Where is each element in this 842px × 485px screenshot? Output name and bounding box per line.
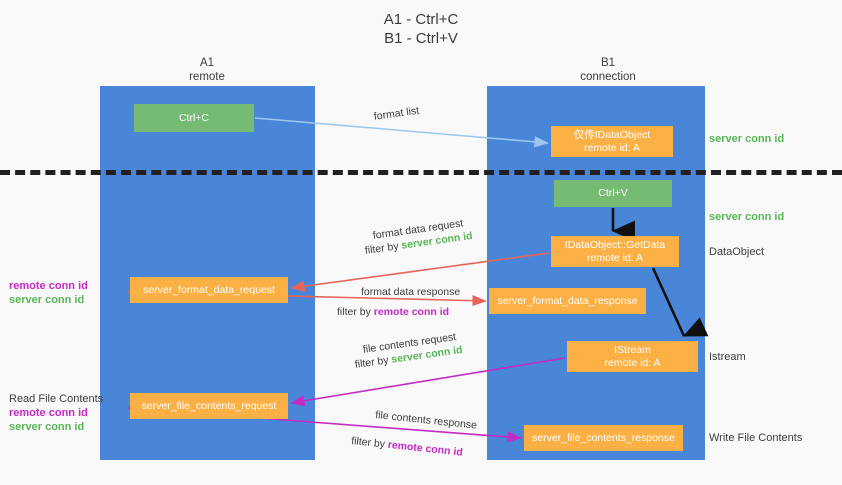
column-header-b1: B1 connection <box>580 57 636 83</box>
note-file-remote-conn-id: remote conn id <box>9 407 88 419</box>
note-write-file-contents: Write File Contents <box>709 432 803 444</box>
note-server-conn-id-top: server conn id <box>709 133 785 145</box>
column-header-a1: A1 remote <box>189 57 225 83</box>
box-ctrl-c[interactable]: Ctrl+C <box>134 104 254 132</box>
box-idataobject-getdata[interactable]: IDataObject::GetData remote id: A <box>551 236 679 267</box>
note-server-conn-id-mid: server conn id <box>709 211 785 223</box>
note-file-server-conn-id: server conn id <box>9 421 85 433</box>
filter-value-remote-conn-id: remote conn id <box>373 306 450 318</box>
box-server-format-data-response[interactable]: server_format_data_response <box>489 288 646 314</box>
note-dataobject: DataObject <box>709 246 765 258</box>
filter-value-remote-conn-id: remote conn id <box>387 438 464 459</box>
box-server-file-contents-response[interactable]: server_file_contents_response <box>524 425 683 451</box>
label-file-contents-response: file contents response <box>374 408 478 432</box>
label-format-list: format list <box>373 104 420 123</box>
label-format-data-response: format data response <box>361 286 461 298</box>
label-format-data-response-filter: filter by remote conn id <box>337 305 449 319</box>
note-format-remote-conn-id: remote conn id <box>9 280 88 292</box>
box-server-file-contents-request[interactable]: server_file_contents_request <box>130 393 288 419</box>
page-title: A1 - Ctrl+C B1 - Ctrl+V <box>383 11 459 47</box>
filter-prefix: filter by <box>350 434 389 451</box>
note-read-file-contents: Read File Contents <box>9 393 104 405</box>
filter-prefix: filter by <box>337 306 374 318</box>
phase-separator-dashed-line <box>0 170 842 175</box>
box-idataobject[interactable]: 仅传IDataObject remote id: A <box>551 126 673 157</box>
box-server-format-data-request[interactable]: server_format_data_request <box>130 277 288 303</box>
note-format-server-conn-id: server conn id <box>9 294 85 306</box>
filter-prefix: filter by <box>354 353 393 371</box>
box-ctrl-v[interactable]: Ctrl+V <box>554 180 672 207</box>
filter-prefix: filter by <box>364 239 403 257</box>
note-istream: Istream <box>709 351 746 363</box>
note-format-conn-ids: remote conn id server conn id <box>9 279 88 307</box>
note-read-file-contents-group: Read File Contents remote conn id server… <box>9 392 103 434</box>
box-istream[interactable]: IStream remote id: A <box>567 341 698 372</box>
label-file-contents-response-filter: filter by remote conn id <box>351 434 464 460</box>
